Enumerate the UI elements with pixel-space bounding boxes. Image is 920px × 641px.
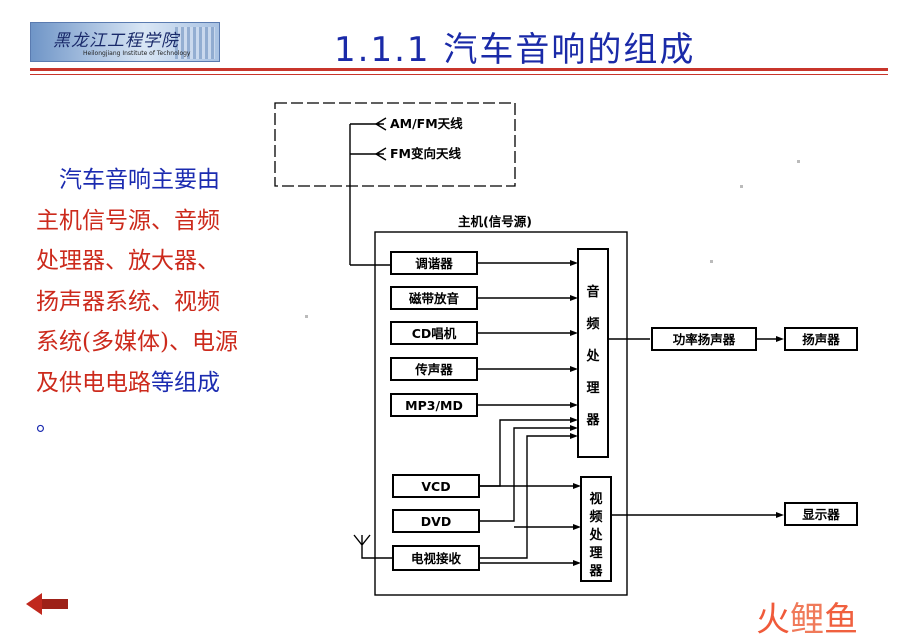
tv-antenna-icon [354, 535, 393, 558]
source-label-tape: 磁带放音 [408, 291, 460, 306]
watermark-logo: 火鲤鱼 [756, 592, 858, 641]
source-label-tv: 电视接收 [411, 551, 462, 566]
back-arrow-icon[interactable] [26, 593, 68, 615]
source-label-mic: 传声器 [414, 362, 453, 377]
source-label-mp3: MP3/MD [405, 398, 463, 413]
antenna-1-icon [376, 118, 386, 130]
source-to-audio-arrows [477, 260, 578, 558]
source-label-vcd: VCD [421, 479, 450, 494]
speaker-label: 扬声器 [802, 332, 840, 347]
amp-label: 功率扬声器 [673, 332, 736, 347]
display-label: 显示器 [802, 507, 840, 522]
antenna-2-label: FM变向天线 [390, 146, 461, 161]
video-proc-char-1: 视 [589, 491, 602, 507]
video-proc-char-4: 理 [589, 546, 602, 561]
watermark-char-3: 鱼 [824, 600, 858, 640]
source-label-cd: CD唱机 [412, 326, 457, 341]
audio-proc-char-5: 器 [585, 413, 600, 428]
host-label: 主机(信号源) [458, 214, 532, 229]
audio-proc-char-2: 频 [586, 316, 599, 332]
source-label-dvd: DVD [421, 514, 451, 529]
watermark-char-1: 火 [756, 600, 790, 640]
antenna-1-label: AM/FM天线 [390, 116, 463, 131]
scan-speck [740, 185, 743, 188]
video-proc-char-3: 处 [588, 527, 603, 543]
scan-speck [710, 260, 713, 263]
video-to-display-arrowhead [776, 512, 784, 518]
antenna-2-icon [376, 148, 386, 160]
video-proc-char-5: 器 [588, 564, 603, 579]
audio-proc-char-1: 音 [586, 284, 599, 300]
source-to-video-arrows [479, 483, 581, 566]
audio-proc-char-4: 理 [586, 381, 599, 396]
video-proc-char-2: 频 [589, 509, 602, 525]
audio-proc-char-3: 处 [585, 348, 600, 364]
scan-speck [305, 315, 308, 318]
amp-to-speaker-arrowhead [776, 336, 784, 342]
scan-speck [797, 160, 800, 163]
watermark-char-2: 鲤 [790, 600, 824, 640]
source-label-tuner: 调谐器 [415, 256, 453, 271]
